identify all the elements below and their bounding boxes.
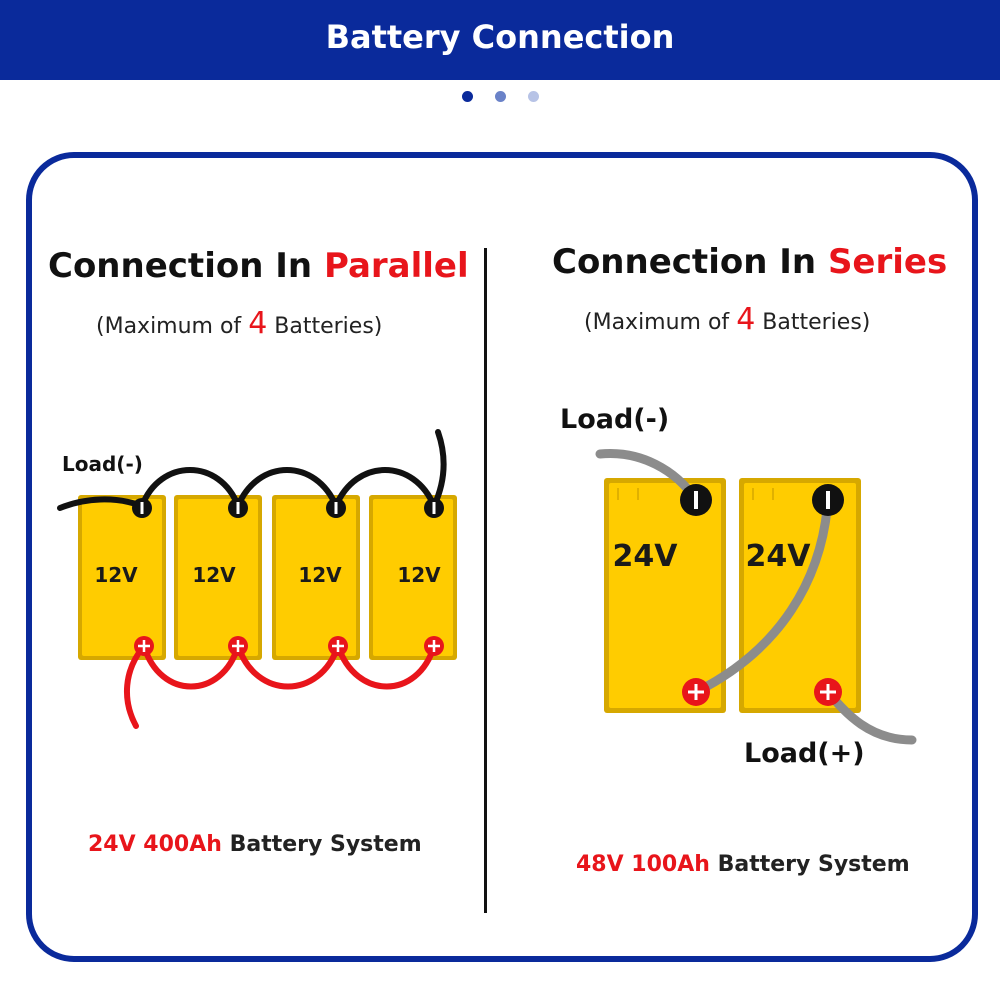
series-load-pos-label: Load(+) [744,738,865,769]
parallel-battery-4: 12V [369,495,457,660]
parallel-system-accent: 24V 400Ah [88,832,222,857]
parallel-battery-3-label: 12V [298,563,342,587]
parallel-neg-terminal-1 [132,498,152,518]
content-panel [26,152,978,962]
series-terminals [680,484,844,706]
carousel-dot-1[interactable] [462,91,473,102]
parallel-battery-1-label: 12V [94,563,138,587]
parallel-battery-2-label: 12V [192,563,236,587]
series-title-accent: Series [827,242,948,282]
series-title-prefix: Connection In [552,242,828,282]
parallel-neg-tail [431,429,447,509]
parallel-battery-1: 12V [78,495,166,660]
series-pos-terminal-1 [682,678,710,706]
series-subtitle: (Maximum of 4 Batteries) [584,302,870,337]
series-link-wire [691,495,833,697]
series-battery-1: 24V [604,478,726,713]
series-title: Connection In Series [552,242,947,282]
parallel-system-rest: Battery System [221,832,422,857]
series-pos-terminal-2 [814,678,842,706]
carousel-dot-2[interactable] [495,91,506,102]
series-battery-2-label: 24V [746,539,812,574]
series-subtitle-num: 4 [736,302,756,337]
parallel-subtitle-pre: (Maximum of [96,314,249,339]
series-system-label: 48V 100Ah Battery System [576,852,910,877]
parallel-neg-terminal-4 [424,498,444,518]
parallel-title-accent: Parallel [323,246,469,286]
parallel-neg-link-2 [235,467,339,509]
parallel-pos-link-2 [235,643,341,690]
parallel-subtitle-post: Batteries) [267,314,383,339]
parallel-pos-link-3 [335,643,437,690]
parallel-pos-link-1 [141,643,241,690]
series-neg-terminal-1 [680,484,712,516]
parallel-battery-4-label: 12V [397,563,441,587]
parallel-title: Connection In Parallel [48,246,469,286]
series-neg-terminal-2 [812,484,844,516]
parallel-battery-3: 12V [272,495,360,660]
parallel-positive-wires [124,643,437,729]
series-subtitle-pre: (Maximum of [584,310,737,335]
parallel-subtitle-num: 4 [248,306,268,341]
parallel-pos-terminal-1 [134,636,154,656]
parallel-neg-link-3 [333,467,437,509]
parallel-pos-terminal-4 [424,636,444,656]
series-system-rest: Battery System [709,852,910,877]
parallel-subtitle: (Maximum of 4 Batteries) [96,306,382,341]
parallel-terminals [132,498,444,656]
parallel-title-prefix: Connection In [48,246,324,286]
series-system-accent: 48V 100Ah [576,852,710,877]
parallel-battery-2: 12V [174,495,262,660]
parallel-pos-terminal-3 [328,636,348,656]
parallel-neg-terminal-2 [228,498,248,518]
parallel-load-neg-label: Load(-) [62,452,143,476]
page-title: Battery Connection [325,18,675,56]
carousel-dot-3[interactable] [528,91,539,102]
parallel-system-label: 24V 400Ah Battery System [88,832,422,857]
parallel-battery-group: 12V 12V 12V 12V [78,495,457,660]
parallel-pos-terminal-2 [228,636,248,656]
series-battery-1-label: 24V [613,539,679,574]
section-divider [484,248,487,913]
parallel-neg-link-1 [139,467,241,509]
series-subtitle-post: Batteries) [755,310,871,335]
parallel-neg-terminal-3 [326,498,346,518]
series-load-neg-label: Load(-) [560,404,670,435]
header-bar: Battery Connection [0,0,1000,80]
